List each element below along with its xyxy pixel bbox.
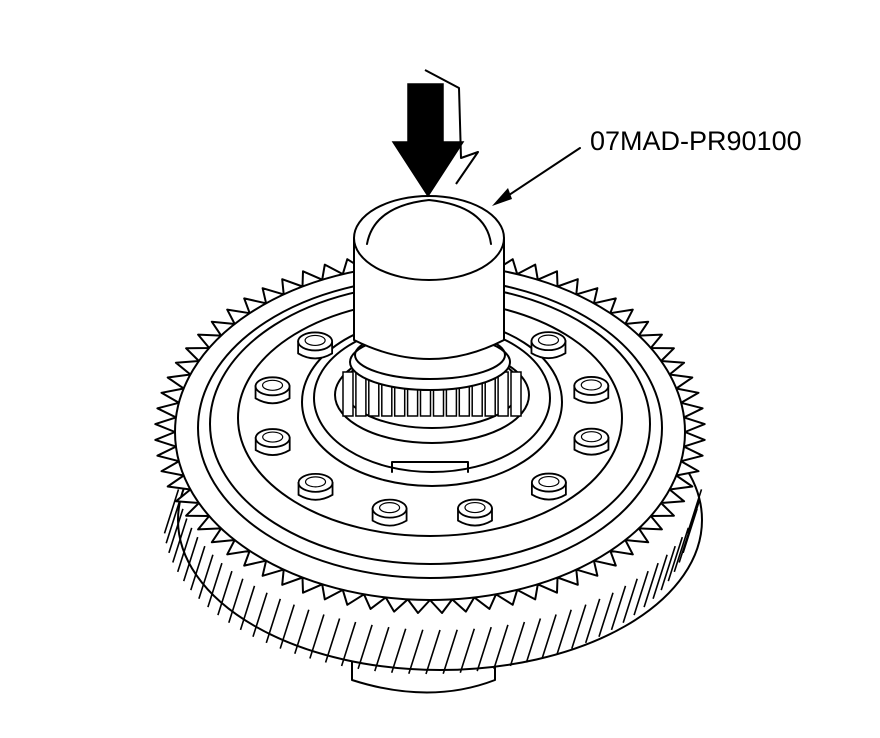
bolt-icon bbox=[530, 472, 567, 501]
driver-attachment-icon bbox=[353, 195, 505, 360]
bolt-icon bbox=[297, 331, 334, 360]
bolt-icon bbox=[254, 428, 291, 456]
bolt-icon bbox=[457, 498, 493, 527]
bolt-icon bbox=[297, 472, 334, 501]
bolt-icon bbox=[573, 376, 610, 404]
tool-leader-line bbox=[492, 147, 581, 206]
bolt-icon bbox=[254, 376, 291, 405]
tool-part-number-label: 07MAD-PR90100 bbox=[590, 126, 802, 156]
bolt-icon bbox=[371, 498, 408, 527]
bolt-icon bbox=[530, 331, 567, 360]
bolt-icon bbox=[573, 427, 610, 456]
press-arrow-icon bbox=[391, 69, 479, 198]
